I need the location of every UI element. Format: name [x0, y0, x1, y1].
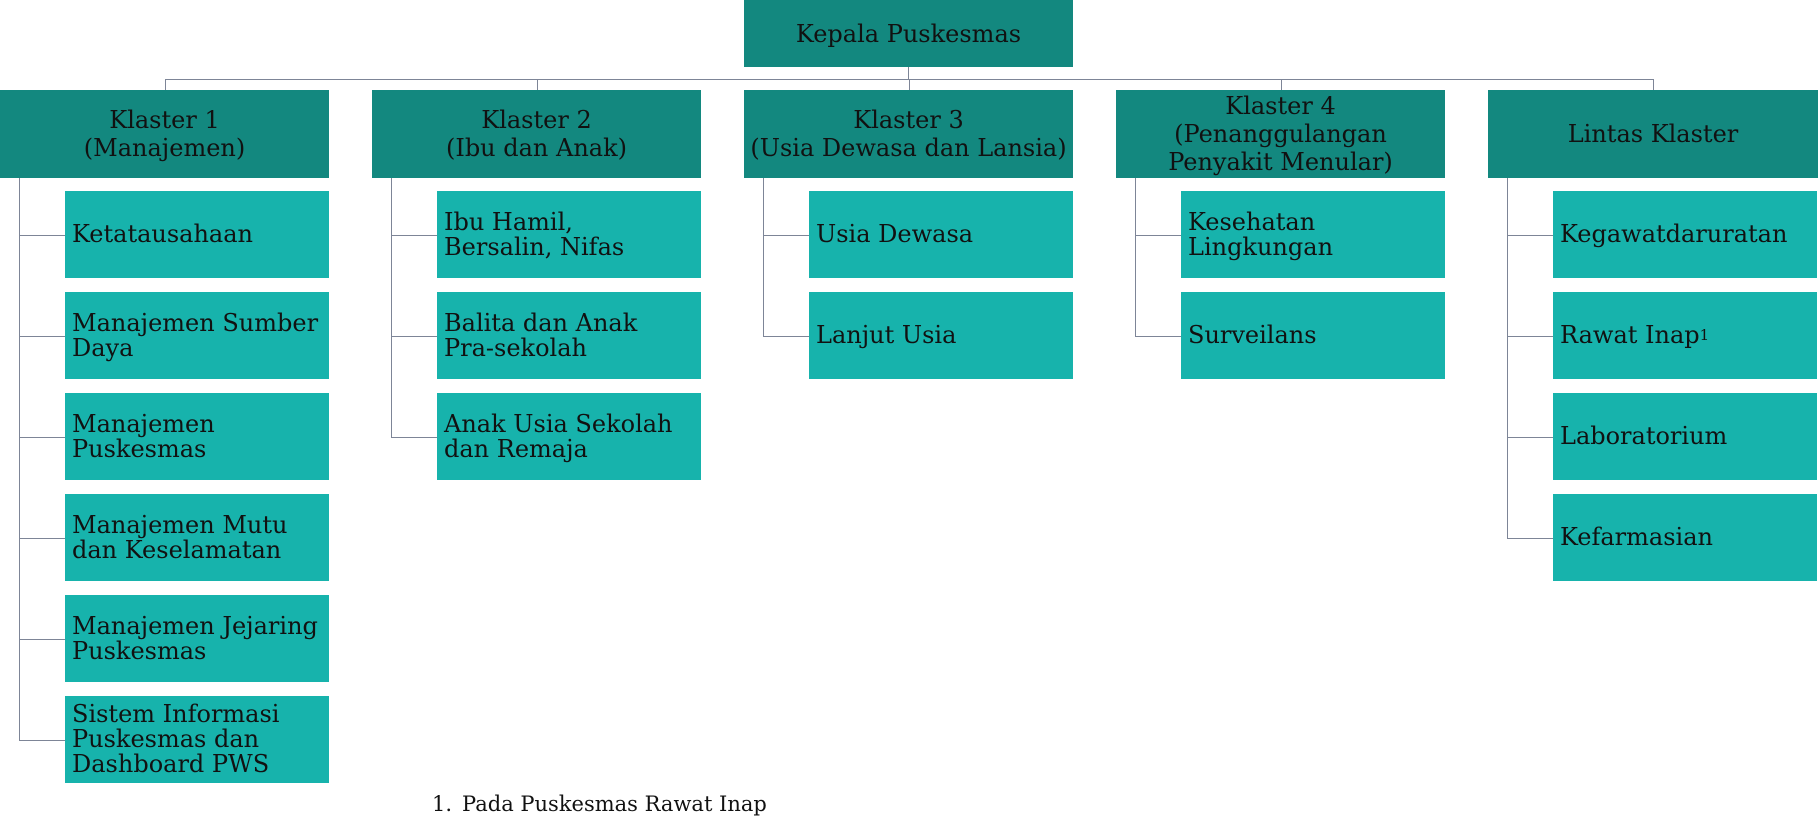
cluster-header: Klaster 2 (Ibu dan Anak)	[372, 90, 701, 178]
item-connector	[1507, 437, 1553, 438]
cluster-connector	[537, 79, 538, 90]
cluster-item-label: Manajemen Mutu dan Keselamatan	[72, 510, 288, 564]
cluster-item: Kefarmasian	[1553, 494, 1817, 581]
cluster-item-label: Rawat Inap	[1560, 321, 1700, 349]
cluster-item: Kegawatdaruratan	[1553, 191, 1817, 278]
cluster-connector	[1653, 79, 1654, 90]
cluster-item: Ketatausahaan	[65, 191, 329, 278]
cluster-item-label: Kefarmasian	[1560, 523, 1713, 551]
cluster-header: Klaster 4 (Penanggulangan Penyakit Menul…	[1116, 90, 1445, 178]
cluster-item-label: Ibu Hamil, Bersalin, Nifas	[444, 207, 625, 261]
root-node: Kepala Puskesmas	[744, 0, 1073, 67]
item-connector	[1135, 235, 1181, 236]
cluster-spine	[391, 178, 392, 438]
cluster-item-label: Anak Usia Sekolah dan Remaja	[444, 409, 673, 463]
cluster-item: Usia Dewasa	[809, 191, 1073, 278]
cluster-item-label: Kesehatan Lingkungan	[1188, 207, 1334, 261]
cluster-spine	[19, 178, 20, 741]
item-connector	[1507, 336, 1553, 337]
cluster-item: Manajemen Puskesmas	[65, 393, 329, 480]
footnote-text: Pada Puskesmas Rawat Inap	[462, 792, 767, 816]
item-connector	[1507, 235, 1553, 236]
footnote: 1. Pada Puskesmas Rawat Inap	[432, 792, 767, 816]
cluster-item: Ibu Hamil, Bersalin, Nifas	[437, 191, 701, 278]
cluster-item: Lanjut Usia	[809, 292, 1073, 379]
item-connector	[19, 235, 65, 236]
item-connector	[391, 437, 437, 438]
cluster-spine	[1507, 178, 1508, 539]
cluster-item-label: Surveilans	[1188, 321, 1317, 349]
cluster-item: Manajemen Jejaring Puskesmas	[65, 595, 329, 682]
cluster-spine	[763, 178, 764, 337]
cluster-item-label: Lanjut Usia	[816, 321, 957, 349]
cluster-header: Lintas Klaster	[1488, 90, 1818, 178]
cluster-item-label: Balita dan Anak Pra-sekolah	[444, 308, 638, 362]
cluster-item: Sistem Informasi Puskesmas dan Dashboard…	[65, 696, 329, 783]
footnote-number: 1.	[432, 792, 453, 816]
cluster-item: Anak Usia Sekolah dan Remaja	[437, 393, 701, 480]
item-connector	[391, 235, 437, 236]
item-connector	[763, 235, 809, 236]
cluster-item: Manajemen Mutu dan Keselamatan	[65, 494, 329, 581]
item-connector	[19, 740, 65, 741]
cluster-item: Manajemen Sumber Daya	[65, 292, 329, 379]
cluster-item-label: Laboratorium	[1560, 422, 1728, 450]
cluster-item: Kesehatan Lingkungan	[1181, 191, 1445, 278]
cluster-connector	[909, 79, 910, 90]
root-connector	[908, 67, 909, 80]
cluster-item: Surveilans	[1181, 292, 1445, 379]
item-connector	[763, 336, 809, 337]
cluster-header: Klaster 3 (Usia Dewasa dan Lansia)	[744, 90, 1073, 178]
item-connector	[19, 437, 65, 438]
item-connector	[19, 336, 65, 337]
item-connector	[1135, 336, 1181, 337]
cluster-item-label: Manajemen Sumber Daya	[72, 308, 319, 362]
cluster-connector	[165, 79, 166, 90]
item-connector	[19, 538, 65, 539]
cluster-connector	[1281, 79, 1282, 90]
cluster-spine	[1135, 178, 1136, 337]
item-connector	[19, 639, 65, 640]
cluster-item: Laboratorium	[1553, 393, 1817, 480]
item-connector	[391, 336, 437, 337]
cluster-header: Klaster 1 (Manajemen)	[0, 90, 329, 178]
item-connector	[1507, 538, 1553, 539]
cluster-item-label: Manajemen Jejaring Puskesmas	[72, 611, 318, 665]
cluster-item-label: Sistem Informasi Puskesmas dan Dashboard…	[72, 700, 280, 778]
cluster-item-label: Ketatausahaan	[72, 220, 254, 248]
footnote-marker: 1	[1699, 326, 1710, 344]
cluster-item: Balita dan Anak Pra-sekolah	[437, 292, 701, 379]
cluster-item-label: Manajemen Puskesmas	[72, 409, 215, 463]
cluster-item-label: Usia Dewasa	[816, 220, 974, 248]
cluster-item-label: Kegawatdaruratan	[1560, 220, 1788, 248]
